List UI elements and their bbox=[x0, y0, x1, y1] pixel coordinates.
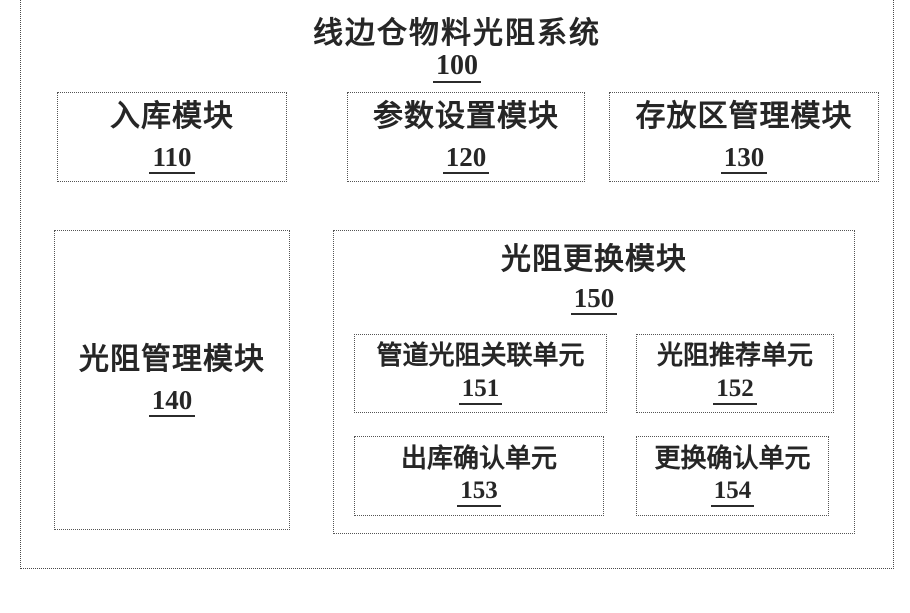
unit-ref: 154 bbox=[710, 477, 755, 508]
unit-box-outbound-confirmation: 出库确认单元 153 bbox=[354, 436, 604, 516]
module-label: 存放区管理模块 bbox=[635, 99, 853, 133]
unit-ref: 152 bbox=[713, 375, 757, 405]
unit-ref-number: 151 bbox=[458, 375, 503, 405]
module-ref-number: 120 bbox=[442, 142, 490, 175]
module-box-inbound: 入库模块 110 bbox=[57, 92, 287, 182]
module-ref: 150 bbox=[334, 283, 854, 316]
module-ref: 130 bbox=[720, 142, 768, 175]
module-label: 参数设置模块 bbox=[373, 99, 559, 133]
unit-box-replacement-confirmation: 更换确认单元 154 bbox=[636, 436, 829, 516]
module-label: 光阻管理模块 bbox=[79, 342, 265, 376]
unit-label: 光阻推荐单元 bbox=[656, 341, 813, 371]
unit-label: 管道光阻关联单元 bbox=[376, 341, 585, 371]
module-ref-number: 130 bbox=[720, 142, 768, 175]
unit-label: 出库确认单元 bbox=[400, 443, 557, 473]
unit-ref-number: 153 bbox=[457, 477, 501, 508]
unit-ref-number: 152 bbox=[713, 375, 757, 405]
unit-box-pipeline-photoresist-association: 管道光阻关联单元 151 bbox=[354, 334, 607, 413]
module-ref-number: 110 bbox=[149, 142, 195, 175]
system-title: 线边仓物料光阻系统 bbox=[313, 17, 601, 50]
module-box-storage-area-management: 存放区管理模块 130 bbox=[609, 92, 879, 182]
module-ref: 110 bbox=[149, 142, 195, 175]
module-box-photoresist-replacement: 光阻更换模块 150 管道光阻关联单元 151 光阻推荐单元 152 出库确认单… bbox=[333, 230, 855, 534]
unit-label: 更换确认单元 bbox=[654, 443, 811, 473]
system-ref-number: 100 bbox=[433, 51, 481, 84]
unit-ref: 151 bbox=[458, 375, 503, 405]
system-frame: 线边仓物料光阻系统 100 入库模块 110 参数设置模块 120 存放区管理模… bbox=[20, 0, 894, 569]
module-label: 入库模块 bbox=[110, 99, 234, 133]
module-ref-number: 150 bbox=[570, 284, 618, 316]
unit-box-photoresist-recommendation: 光阻推荐单元 152 bbox=[636, 334, 834, 413]
unit-ref: 153 bbox=[457, 477, 501, 508]
module-ref: 120 bbox=[442, 142, 490, 175]
system-ref: 100 bbox=[21, 50, 893, 84]
module-box-parameter-setting: 参数设置模块 120 bbox=[347, 92, 585, 182]
unit-ref-number: 154 bbox=[710, 477, 755, 508]
module-ref: 140 bbox=[148, 385, 196, 418]
module-box-photoresist-management: 光阻管理模块 140 bbox=[54, 230, 290, 530]
module-ref-number: 140 bbox=[148, 385, 196, 418]
module-label: 光阻更换模块 bbox=[501, 243, 687, 276]
